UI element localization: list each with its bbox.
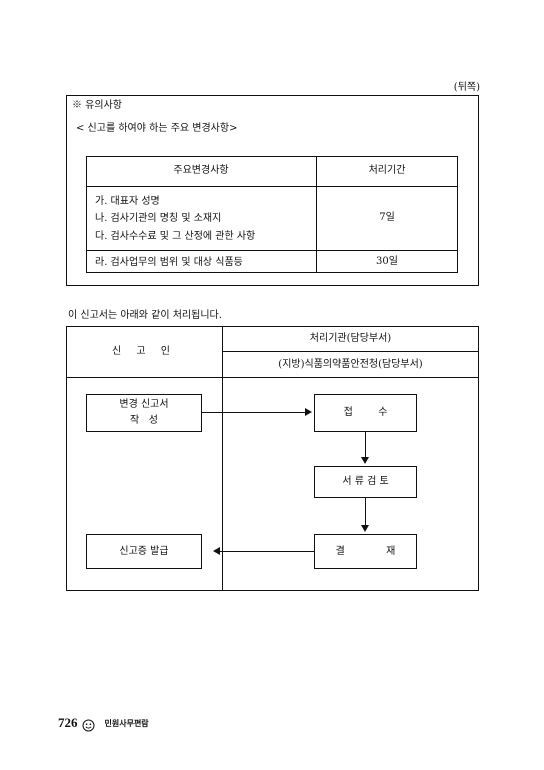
step-approval: 결 재 (314, 534, 417, 569)
step-document-review: 서 류 검 토 (314, 466, 417, 498)
changes-table (86, 156, 458, 273)
notes-title: ※ 유의사항 (72, 100, 122, 111)
table-row-item: 나. 검사기관의 명칭 및 소재지 (95, 213, 222, 224)
table-row-period: 7일 (379, 212, 395, 223)
process-intro: 이 신고서는 아래와 같이 처리됩니다. (68, 310, 222, 321)
applicant-header: 신 고 인 (112, 345, 176, 357)
step-issue-certificate: 신고증 발급 (86, 534, 202, 569)
book-title: 민원사무편람 (104, 718, 149, 728)
table-row-item: 다. 검사수수료 및 그 산정에 관한 사항 (95, 231, 256, 242)
smiley-icon (82, 717, 95, 731)
page-number: 726 (58, 715, 78, 730)
step-document-review-label: 서 류 검 토 (342, 476, 389, 487)
notes-subtitle: < 신고를 하여야 하는 주요 변경사항> (76, 123, 238, 134)
table-row-item: 라. 검사업무의 범위 및 대상 식품등 (95, 257, 243, 268)
page-footer: 726 민원사무편람 (58, 715, 149, 731)
step-receive-label: 접 수 (343, 407, 388, 418)
table-header-period: 처리기간 (368, 165, 406, 176)
step-approval-label: 결 재 (335, 545, 396, 557)
process-diagram (66, 326, 479, 591)
step-write-form-line2: 작 성 (130, 415, 158, 426)
step-receive: 접 수 (314, 394, 417, 432)
step-issue-certificate-label: 신고증 발급 (119, 545, 169, 557)
table-header-changes: 주요변경사항 (173, 165, 229, 176)
agency-header: 처리기관(담당부서) (309, 332, 392, 344)
step-write-form (86, 394, 202, 432)
arrow-down-icon (361, 457, 369, 464)
table-row-item: 가. 대표자 성명 (95, 196, 160, 207)
arrow-right-icon (305, 408, 312, 416)
arrow-down-icon (361, 525, 369, 532)
notes-section (66, 95, 479, 286)
arrow-left-icon (213, 547, 220, 555)
agency-name: (지방)식품의약품안전청(담당부서) (278, 358, 423, 370)
table-row-period: 30일 (376, 255, 398, 267)
step-write-form-line1: 변경 신고서 (119, 399, 169, 410)
back-side-label: (뒤쪽) (453, 82, 480, 93)
